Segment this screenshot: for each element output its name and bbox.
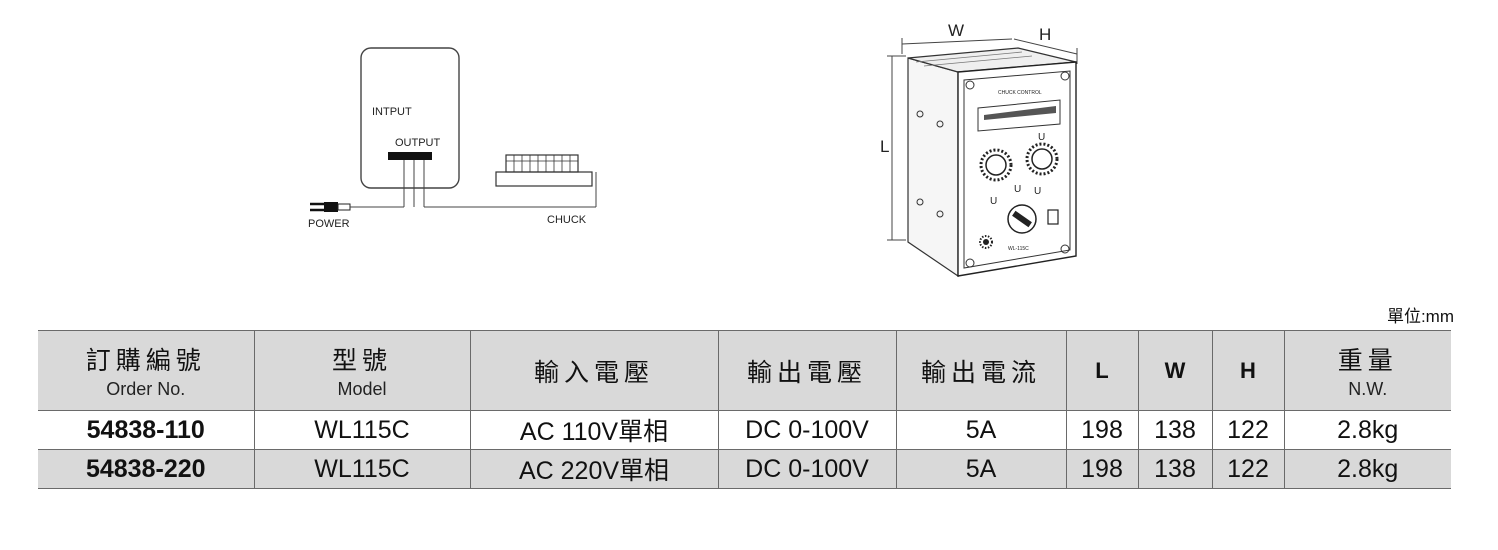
- cell-output-current: 5A: [895, 449, 1067, 489]
- wiring-diagram: INTPUT OUTPUT POWER CHUCK: [308, 47, 597, 230]
- cell-model: WL115C: [253, 410, 471, 450]
- magnetic-chuck-icon: [495, 154, 593, 187]
- panel-model: WL-115C: [1008, 246, 1029, 252]
- unit-note: 單位:mm: [1386, 307, 1454, 326]
- cell-weight: 2.8kg: [1283, 410, 1451, 450]
- magnet-symbol-icon: U: [1038, 132, 1045, 143]
- panel-title: CHUCK CONTROL: [998, 90, 1042, 96]
- cell-h: 122: [1211, 410, 1285, 450]
- cell-h: 122: [1211, 449, 1285, 489]
- header-h: H: [1211, 330, 1285, 411]
- chuck-label: CHUCK: [547, 214, 587, 226]
- dim-l-label: L: [880, 137, 889, 156]
- header-output-current: 輸出電流: [895, 330, 1067, 411]
- cell-l: 198: [1065, 410, 1139, 450]
- header-w: W: [1137, 330, 1213, 411]
- cell-model: WL115C: [253, 449, 471, 489]
- magnet-symbol-icon-2: U: [1014, 184, 1021, 195]
- dim-h-label: H: [1039, 25, 1051, 44]
- cell-input-voltage: AC 110V單相: [469, 410, 719, 450]
- cell-input-voltage: AC 220V單相: [469, 449, 719, 489]
- cell-w: 138: [1137, 449, 1213, 489]
- fuse-connector-icon: [979, 235, 993, 249]
- output-label: OUTPUT: [395, 137, 441, 149]
- header-l: L: [1065, 330, 1139, 411]
- cell-output-voltage: DC 0-100V: [717, 449, 897, 489]
- power-label: POWER: [308, 218, 350, 230]
- meter-display: [977, 99, 1061, 132]
- header-output-voltage: 輸出電壓: [717, 330, 897, 411]
- cell-order-no: 54838-220: [38, 449, 255, 489]
- cell-l: 198: [1065, 449, 1139, 489]
- left-knob-icon: [979, 148, 1013, 182]
- cell-weight: 2.8kg: [1283, 449, 1451, 489]
- cell-output-current: 5A: [895, 410, 1067, 450]
- power-plug-icon: [310, 202, 358, 212]
- controller-box: [360, 47, 460, 189]
- output-terminal: [388, 152, 432, 160]
- device-drawing: W H L CHUCK CONTROL U U U U: [880, 21, 1078, 278]
- selector-switch-icon: [1007, 204, 1037, 234]
- table-row: 54838-220 WL115C AC 220V單相 DC 0-100V 5A …: [38, 449, 1451, 489]
- magnet-symbol-icon-4: U: [1034, 186, 1041, 197]
- magnet-symbol-icon-3: U: [990, 196, 997, 207]
- cell-order-no: 54838-110: [38, 410, 255, 450]
- cell-output-voltage: DC 0-100V: [717, 410, 897, 450]
- right-knob-icon: [1025, 142, 1059, 176]
- header-input-voltage: 輸入電壓: [469, 330, 719, 411]
- dim-w-label: W: [948, 21, 964, 40]
- input-label: INTPUT: [372, 106, 412, 118]
- table-row: 54838-110 WL115C AC 110V單相 DC 0-100V 5A …: [38, 410, 1451, 450]
- power-switch-icon: [1047, 209, 1059, 225]
- cell-w: 138: [1137, 410, 1213, 450]
